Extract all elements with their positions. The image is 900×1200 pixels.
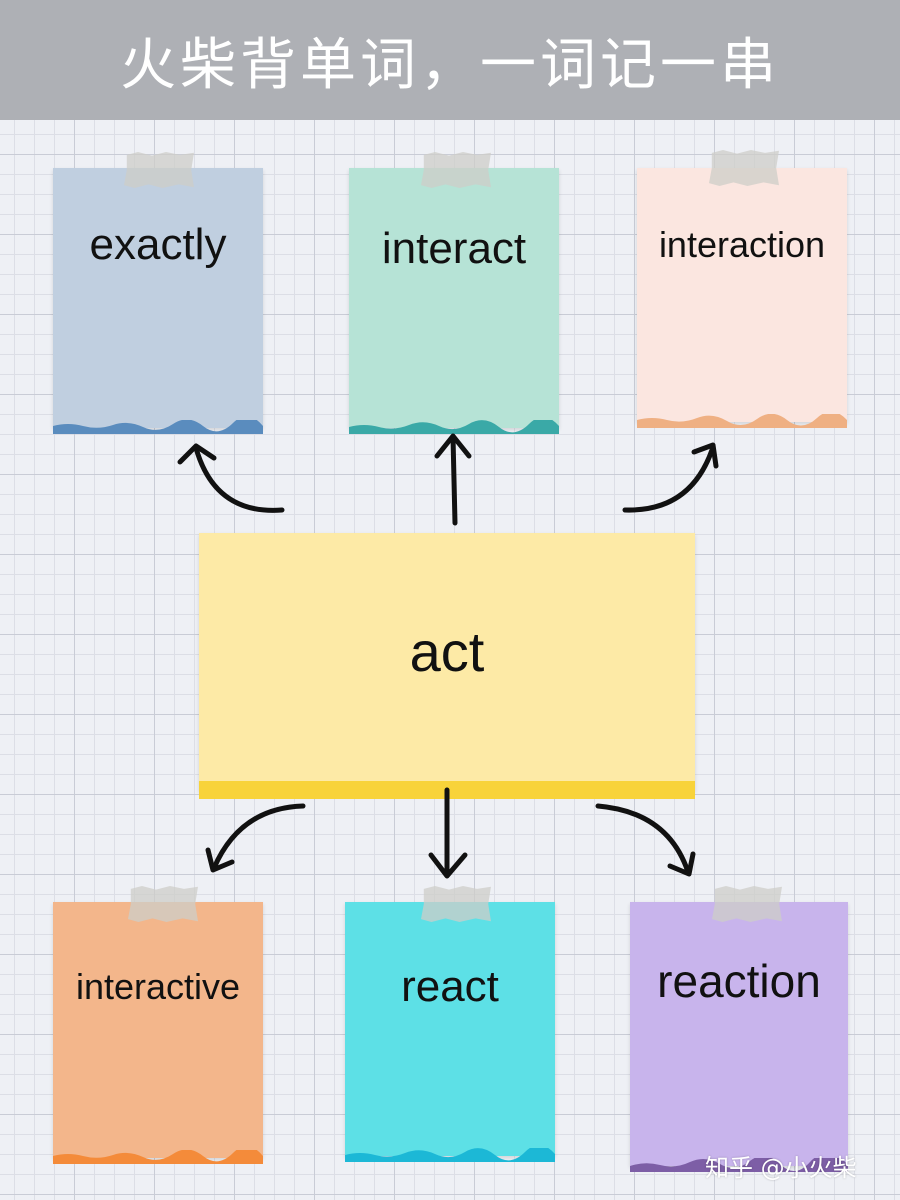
note-word: interact [381, 224, 527, 273]
arrowhead [205, 847, 235, 873]
tape [709, 150, 779, 186]
center-word: act [409, 620, 485, 683]
torn-edge-path [345, 1148, 555, 1162]
note-interaction: interaction [637, 168, 847, 428]
torn-edge [637, 414, 847, 428]
torn-edge [630, 1158, 848, 1172]
note-word: exactly [89, 220, 227, 269]
tape [421, 886, 491, 922]
note-word: interaction [658, 224, 826, 265]
arrow-to-exactly [193, 445, 285, 513]
torn-edge-path [630, 1158, 848, 1172]
arrow-to-reaction [595, 803, 691, 875]
header-banner: 火柴背单词，一词记一串 [0, 0, 900, 120]
torn-edge-path [349, 420, 559, 434]
tape [128, 886, 198, 922]
arrowhead [428, 852, 468, 879]
note-react: react [345, 902, 555, 1162]
note-interact: interact [349, 168, 559, 434]
tape [124, 152, 194, 188]
torn-edge [345, 1148, 555, 1162]
torn-edge-path [637, 414, 847, 428]
note-exactly: exactly [53, 168, 263, 434]
torn-edge [53, 420, 263, 434]
note-word: reaction [657, 955, 821, 1007]
page-title: 火柴背单词，一词记一串 [120, 32, 780, 98]
note-interactive: interactive [53, 902, 263, 1164]
arrowhead [667, 851, 696, 877]
torn-edge [53, 1150, 263, 1164]
arrowhead [434, 433, 472, 459]
watermark: 知乎 @小火柴 [705, 1154, 857, 1182]
arrow-to-interaction [622, 447, 715, 513]
note-word: interactive [75, 966, 241, 1007]
tape [712, 886, 782, 922]
arrow-to-interact [450, 434, 458, 526]
torn-edge-path [53, 1150, 263, 1164]
arrowhead [691, 442, 719, 469]
arrow-to-interactive [211, 803, 306, 871]
torn-edge-path [53, 420, 263, 434]
note-word: react [401, 962, 499, 1011]
torn-edge [349, 420, 559, 434]
tape [421, 152, 491, 188]
arrowhead [177, 443, 217, 465]
note-reaction: reaction [630, 902, 848, 1172]
